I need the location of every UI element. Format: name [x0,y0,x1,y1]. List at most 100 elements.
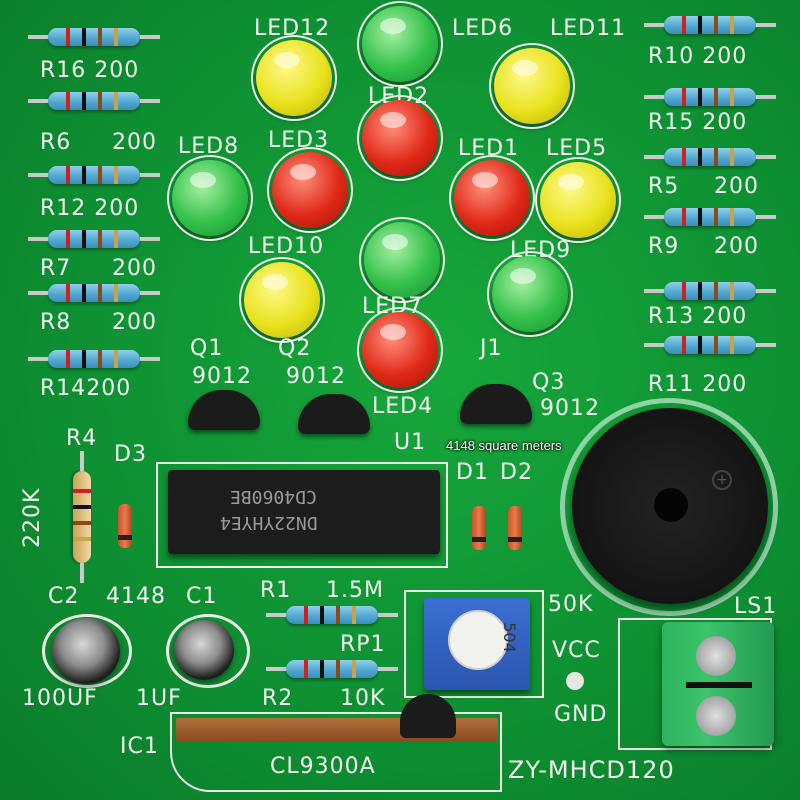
label-r2: R2 [262,686,294,711]
resistor-r2 [266,660,398,678]
resistor-band [66,92,70,110]
resistor-lead [140,291,160,295]
label-gnd: GND [554,702,608,727]
resistor-band [98,92,102,110]
led-led8-green [167,155,253,241]
resistor-band [114,350,118,368]
resistor-band [66,350,70,368]
resistor-band [352,606,356,624]
resistor-lead [28,35,48,39]
resistor-band [98,28,102,46]
label-q3-value: 9012 [540,396,600,421]
label-led3: LED3 [268,128,330,153]
resistor-band [98,230,102,248]
led-led2-red [357,95,443,181]
label-c2-value: 100UF [22,686,98,711]
label-r1: R1 [260,578,292,603]
resistor-band [730,282,734,300]
resistor-band [698,282,702,300]
resistor-lead [644,289,664,293]
terminal-separator [686,682,752,688]
resistor-band [730,88,734,106]
resistor-lead [756,343,776,347]
buzzer-hole [654,488,688,522]
label-r1-value: 1.5M [326,578,384,603]
resistor-lead [140,173,160,177]
resistor-band [730,148,734,166]
label-r13: R13 200 [648,304,748,329]
ic-u1-footprint [156,462,448,568]
label-led10: LED10 [248,234,325,259]
capacitor-c1-ring [166,614,250,688]
resistor-lead [644,155,664,159]
resistor-band [82,92,86,110]
potentiometer-rp1: 504 [424,598,530,690]
potentiometer-marking: 504 [499,622,519,653]
label-j1: J1 [480,336,503,361]
resistor-lead [266,613,286,617]
resistor-band [66,166,70,184]
label-led4: LED4 [372,394,434,419]
label-r6: R6 [40,130,72,155]
screw-terminal-1[interactable] [696,636,736,676]
resistor-lead [756,289,776,293]
label-ic1-value: CL9300A [270,754,376,779]
label-r7-value: 200 [112,256,157,281]
led-led3-red [267,147,353,233]
resistor-lead [80,451,84,471]
led-led1-red [449,155,535,241]
capacitor-c2 [52,618,120,684]
chip-marking: CD4060BE [230,486,317,507]
label-d1: D1 [456,460,489,485]
label-r8: R8 [40,310,72,335]
label-d3: D3 [114,442,147,467]
resistor-band [682,282,686,300]
label-q1: Q1 [190,336,224,361]
resistor-lead [140,237,160,241]
led-led5-yellow [535,157,621,243]
resistor-lead [378,667,398,671]
resistor-band [114,166,118,184]
label-q2-value: 9012 [286,364,346,389]
resistor-lead [80,563,84,583]
label-r12: R12 200 [40,196,140,221]
screw-terminal-2[interactable] [696,696,736,736]
resistor-band [698,208,702,226]
resistor-band [304,660,308,678]
resistor-band [114,92,118,110]
resistor-band [714,208,718,226]
label-r9-value: 200 [714,234,759,259]
resistor-r8 [28,284,160,302]
label-r8-value: 200 [112,310,157,335]
resistor-r12 [28,166,160,184]
potentiometer-footprint [404,590,544,698]
vcc-pad [566,672,584,690]
resistor-band [698,88,702,106]
transistor-ic1-driver [400,694,456,738]
capacitor-c2-ring [42,614,132,688]
resistor-band [66,230,70,248]
resistor-band [82,166,86,184]
label-r15: R15 200 [648,110,748,135]
label-r7: R7 [40,256,72,281]
resistor-band [682,148,686,166]
resistor-r15 [644,88,776,106]
resistor-band [730,208,734,226]
resistor-band [114,284,118,302]
resistor-band [714,88,718,106]
resistor-r5 [644,148,776,166]
potentiometer-knob[interactable] [448,610,508,670]
resistor-band [73,489,91,493]
resistor-band [98,166,102,184]
label-r5: R5 [648,174,680,199]
resistor-r7 [28,230,160,248]
label-rp1-value: 50K [548,592,594,617]
resistor-lead [266,667,286,671]
led-led12-yellow [251,35,337,121]
label-r16: R16 200 [40,58,140,83]
plus-icon: + [712,470,732,490]
annotation-label: 4148 square meters [446,438,562,453]
label-r5-value: 200 [714,174,759,199]
label-led12: LED12 [254,16,331,41]
